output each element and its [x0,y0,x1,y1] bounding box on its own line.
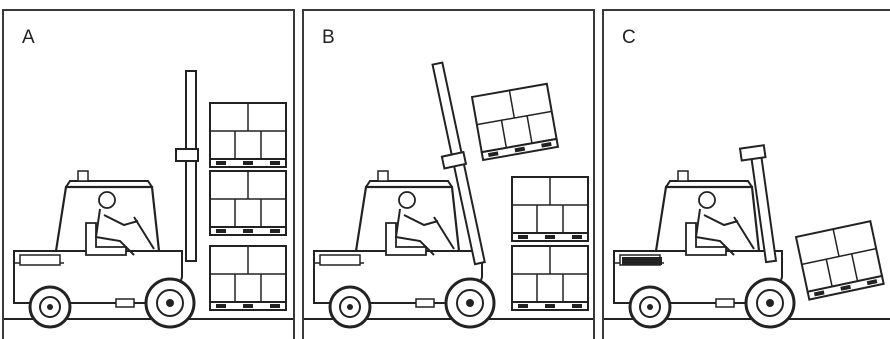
panel-c: C [602,9,890,339]
panel-a: A [2,9,295,339]
panel-b: B [302,9,595,339]
forklift-illustration-a [4,11,295,339]
forklift-illustration-b [304,11,595,339]
forklift-illustration-c [604,11,890,339]
